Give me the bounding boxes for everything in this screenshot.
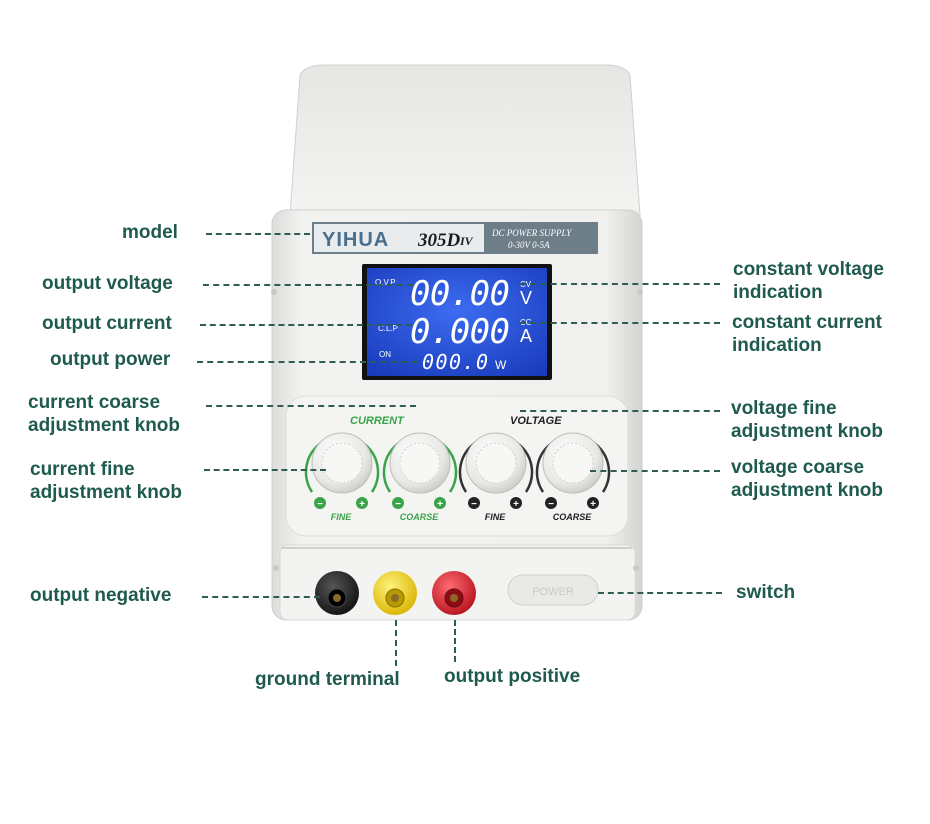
svg-text:−: − [548,499,554,510]
leader-current-fine [204,469,326,471]
leader-output-positive [454,620,456,662]
svg-text:−: − [317,499,323,510]
knob-current-fine[interactable] [311,432,373,494]
callout-switch: switch [736,582,796,603]
callout-voltage-coarse: voltage coarse adjustment knob [731,457,884,501]
callout-output-positive: output positive [444,666,581,687]
top-cover [289,64,641,216]
product-line-2: 0-30V 0-5A [508,240,550,250]
knob-labels: FINE COARSE FINE COARSE [331,512,593,522]
voltage-unit: V [520,288,532,308]
leader-voltage-fine [520,410,720,412]
model-suffix: IV [459,234,474,248]
callout-ground-terminal: ground terminal [255,669,400,690]
svg-text:+: + [590,499,596,510]
callout-output-voltage: output voltage [42,273,173,294]
power-readout: 000.0 [422,350,488,374]
leader-current-coarse [206,405,416,407]
terminal-negative-black[interactable] [315,571,359,615]
product-line-1: DC POWER SUPPLY [491,228,572,238]
on-label: ON [379,350,391,359]
leader-ground-terminal [395,620,397,666]
terminal-positive-red[interactable] [432,571,476,615]
callout-output-negative: output negative [30,585,172,606]
svg-text:COARSE: COARSE [400,512,440,522]
leader-output-voltage [203,284,413,286]
knob-current-coarse[interactable] [389,432,451,494]
lcd-screen [367,268,547,376]
callout-output-current: output current [42,313,172,334]
power-switch-label: POWER [532,586,574,598]
leader-cv-indication [520,283,720,285]
leader-output-power [197,361,417,363]
svg-text:−: − [471,499,477,510]
voltage-group-label: VOLTAGE [510,415,562,427]
knob-sign-badges: − + − + − + − + [314,497,599,510]
callout-current-fine: current fine adjustment knob [30,459,183,503]
svg-text:+: + [359,499,365,510]
current-group-label: CURRENT [350,415,405,427]
svg-text:FINE: FINE [331,512,352,522]
leader-output-current [200,324,412,326]
leader-output-negative [202,596,320,598]
leader-cc-indication [520,322,720,324]
callout-model: model [122,222,178,243]
ovp-label: O.V.P [375,278,396,287]
current-unit: A [520,326,532,346]
svg-text:+: + [513,499,519,510]
svg-text:FINE: FINE [485,512,506,522]
callout-voltage-fine: voltage fine adjustment knob [731,398,884,442]
knob-voltage-coarse[interactable] [542,432,604,494]
voltage-readout: 00.00 [410,274,510,314]
callout-cc-indication: constant current indication [732,312,882,356]
svg-text:COARSE: COARSE [553,512,593,522]
callout-output-power: output power [50,349,171,370]
leader-switch [598,592,722,594]
svg-text:+: + [437,499,443,510]
callout-current-coarse: current coarse adjustment knob [28,392,181,436]
svg-text:−: − [395,499,401,510]
brand-logo: YIHUA [322,229,389,251]
leader-voltage-coarse [590,470,720,472]
model-number: 305D [417,230,461,251]
power-unit: W [495,358,507,372]
knob-panel [285,395,629,537]
knob-voltage-fine[interactable] [465,432,527,494]
leader-model [206,233,310,235]
callout-cv-indication: constant voltage indication [733,259,884,303]
clp-label: C.L.P [378,324,398,333]
terminal-ground-yellow[interactable] [373,571,417,615]
power-switch[interactable]: POWER [507,574,599,606]
current-readout: 0.000 [410,312,510,352]
